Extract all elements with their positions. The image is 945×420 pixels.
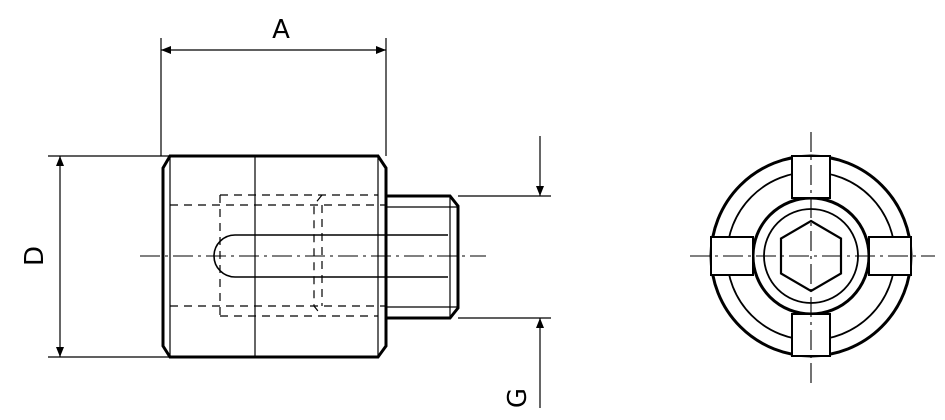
dimension-A: A [160, 15, 387, 156]
stud-outline [386, 194, 460, 320]
dimension-D: D [20, 155, 170, 358]
end-view [690, 132, 935, 385]
dimension-G: G [458, 136, 551, 408]
dim-G-label: G [503, 388, 533, 408]
dim-D-label: D [20, 246, 50, 266]
side-view [140, 154, 486, 359]
dim-A-label: A [272, 15, 290, 45]
